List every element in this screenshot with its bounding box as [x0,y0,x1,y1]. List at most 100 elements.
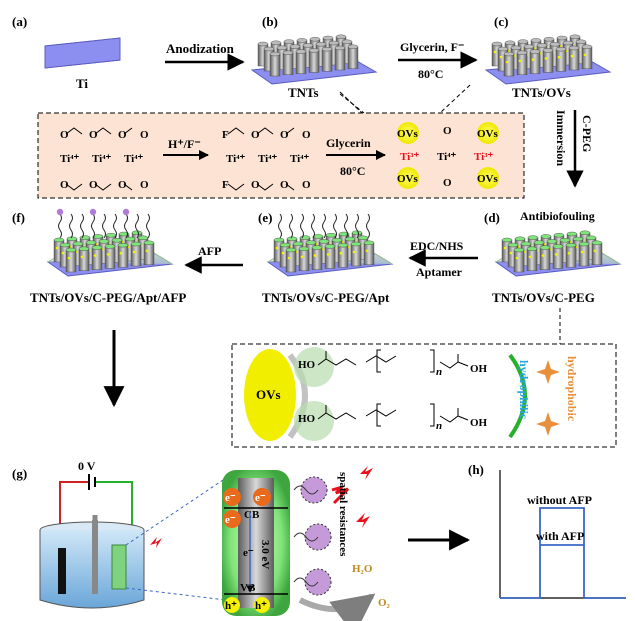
nanotube [324,246,336,269]
photocurrent-plot: without AFP with AFP [499,470,626,599]
oxygen-vacancy-dot [281,251,285,255]
nanotube-mouth [575,39,587,44]
nanotube-mouth [581,44,593,49]
ovs-text-2: OVs [477,128,499,140]
n-2: n [436,420,442,432]
h2o-label: H₂O [352,563,373,575]
panel-d-tag: (d) [484,210,500,225]
trace-without-afp [500,507,626,599]
tnts-apt-caption: TNTs/OVs/C-PEG/Apt [262,290,390,305]
nanotube-mouth [276,45,288,50]
oh-1: OH [470,363,488,375]
nanotube-mouth [539,245,551,250]
oxygen-vacancy-dot [505,60,509,64]
edc-label: EDC/NHS [410,239,464,253]
nanotube-mouth [565,242,577,248]
o-m-bot-2: O [280,179,289,191]
afp-molecule [56,208,64,216]
mechanism-box [37,112,525,199]
cooh-bubble-2 [294,401,334,441]
oxygen-vacancy-dot [313,254,317,257]
aptamer-strand [366,213,370,239]
nanotube-mouth [328,40,340,46]
ho-1: HO [298,359,316,371]
oxygen-vacancy-dot [503,246,507,250]
nanotube-mouth [507,242,519,248]
panel-e-tag: (e) [258,210,272,225]
oxygen-vacancy-dot [80,255,84,259]
nanotube-mouth [269,51,281,57]
mechanism-left: O O O O Ti⁴⁺ Ti⁴⁺ Ti⁴⁺ O O O O [60,127,149,191]
nanotube-mouth [344,236,356,242]
nanotube-mouth [350,241,362,247]
nanotube-mouth [542,48,554,53]
o-r-bot: O [443,177,452,189]
aptamer-strand [102,213,106,239]
nanotube-mouth [510,45,522,50]
oxygen-vacancy-dot [339,251,343,255]
aptamer-strand [91,213,95,239]
aptamer-afp-zoom: spatial resistances H₂O O₂ [293,466,391,621]
oxygen-vacancy-dot [518,59,522,63]
oxygen-vacancy-dot [541,254,545,257]
light-bolt-1 [360,466,373,480]
nanotube [503,53,515,77]
afp-molecule [89,208,97,216]
nanotube-mouth [555,47,567,52]
ovs-ellipse [244,349,296,441]
ti-caption: Ti [76,76,88,91]
ovs-text-1: OVs [397,128,419,140]
hole-1: h⁺ [225,600,237,612]
o-r-top: O [443,125,452,137]
nanotube-mouth [311,245,323,250]
oxygen-vacancy-dot [557,55,561,59]
tnts-apt-afp-caption: TNTs/OVs/C-PEG/Apt/AFP [30,290,186,305]
nanotube-mouth [72,241,84,247]
oxygen-vacancy-dot [300,255,304,259]
nanotube-mouth [503,51,515,57]
zoom-line-2 [439,84,471,114]
nanotube [334,47,346,71]
tnts-ovs-array [484,34,612,85]
nanotube-mouth [341,39,353,44]
oxygen-vacancy-dot [531,58,535,61]
nanotube-mouth [572,236,584,242]
oxygen-vacancy-dot [275,246,279,250]
oxygen-vacancy-dot [583,53,587,57]
nanotube-mouth [540,234,552,239]
counter-electrode [58,548,66,594]
o-m-bot-1: O [251,179,260,191]
oxygen-vacancy-dot [352,250,356,254]
oxygen-vacancy-dot [55,246,59,250]
aptamer-strand [135,213,139,239]
nanotube-mouth [530,38,542,43]
nanotube-mouth [549,42,561,47]
oxygen-vacancy-dot [326,253,330,256]
ti-plate [44,37,121,69]
nanotube-mouth [325,232,337,238]
aptamer-strand [333,213,337,239]
nanotube [513,249,525,273]
vb-label: VB [240,582,256,594]
nanotube-mouth [273,237,285,243]
aptamer-strand [322,213,326,239]
nanotube-mouth [298,246,310,252]
nanotube-mouth [568,45,580,51]
nanotube-mouth [111,237,123,243]
peg-chain-1 [317,351,397,366]
afp-label: AFP [198,244,221,258]
mechanism-right: OVs OVs OVs OVs O O Ti³⁺ Ti⁴⁺ Ti³⁺ [397,122,499,189]
o-top-2: O [89,129,98,141]
nanotube [285,249,297,273]
nanotube [321,49,333,72]
nanotube [568,47,580,71]
nanotube-mouth [337,242,349,248]
nanotube-mouth [289,44,301,49]
oxygen-vacancy-dot [67,256,71,260]
nanotube-mouth [543,37,555,42]
ti4-m-c: Ti⁴⁺ [290,153,309,165]
tnts-cpeg-array [494,230,622,277]
nanotube [91,247,103,270]
nanotube-mouth [347,44,359,49]
